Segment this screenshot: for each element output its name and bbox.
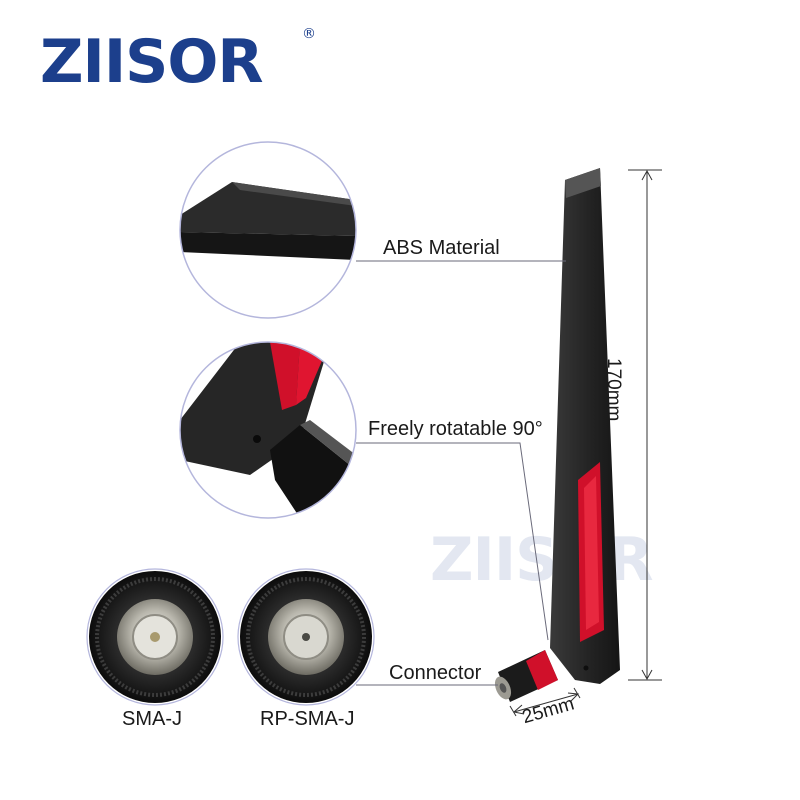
rp-sma-j-circle (237, 568, 375, 706)
base-dimension (509, 687, 581, 717)
rotation-label: Freely rotatable 90° (368, 418, 543, 440)
antenna-product (494, 168, 620, 702)
hinge-detail-circle (179, 341, 357, 519)
height-dimension (628, 169, 662, 681)
rp-sma-j-label: RP-SMA-J (260, 708, 355, 730)
material-label: ABS Material (383, 237, 500, 259)
sma-j-label: SMA-J (122, 708, 182, 730)
brand-logo: ZIISOR (40, 27, 264, 97)
connector-label: Connector (389, 662, 482, 684)
callout-lines (356, 260, 566, 686)
material-detail-circle (179, 141, 357, 319)
registered-mark: ® (302, 26, 316, 42)
sma-j-circle (86, 568, 224, 706)
height-label: 170mm (603, 358, 624, 422)
